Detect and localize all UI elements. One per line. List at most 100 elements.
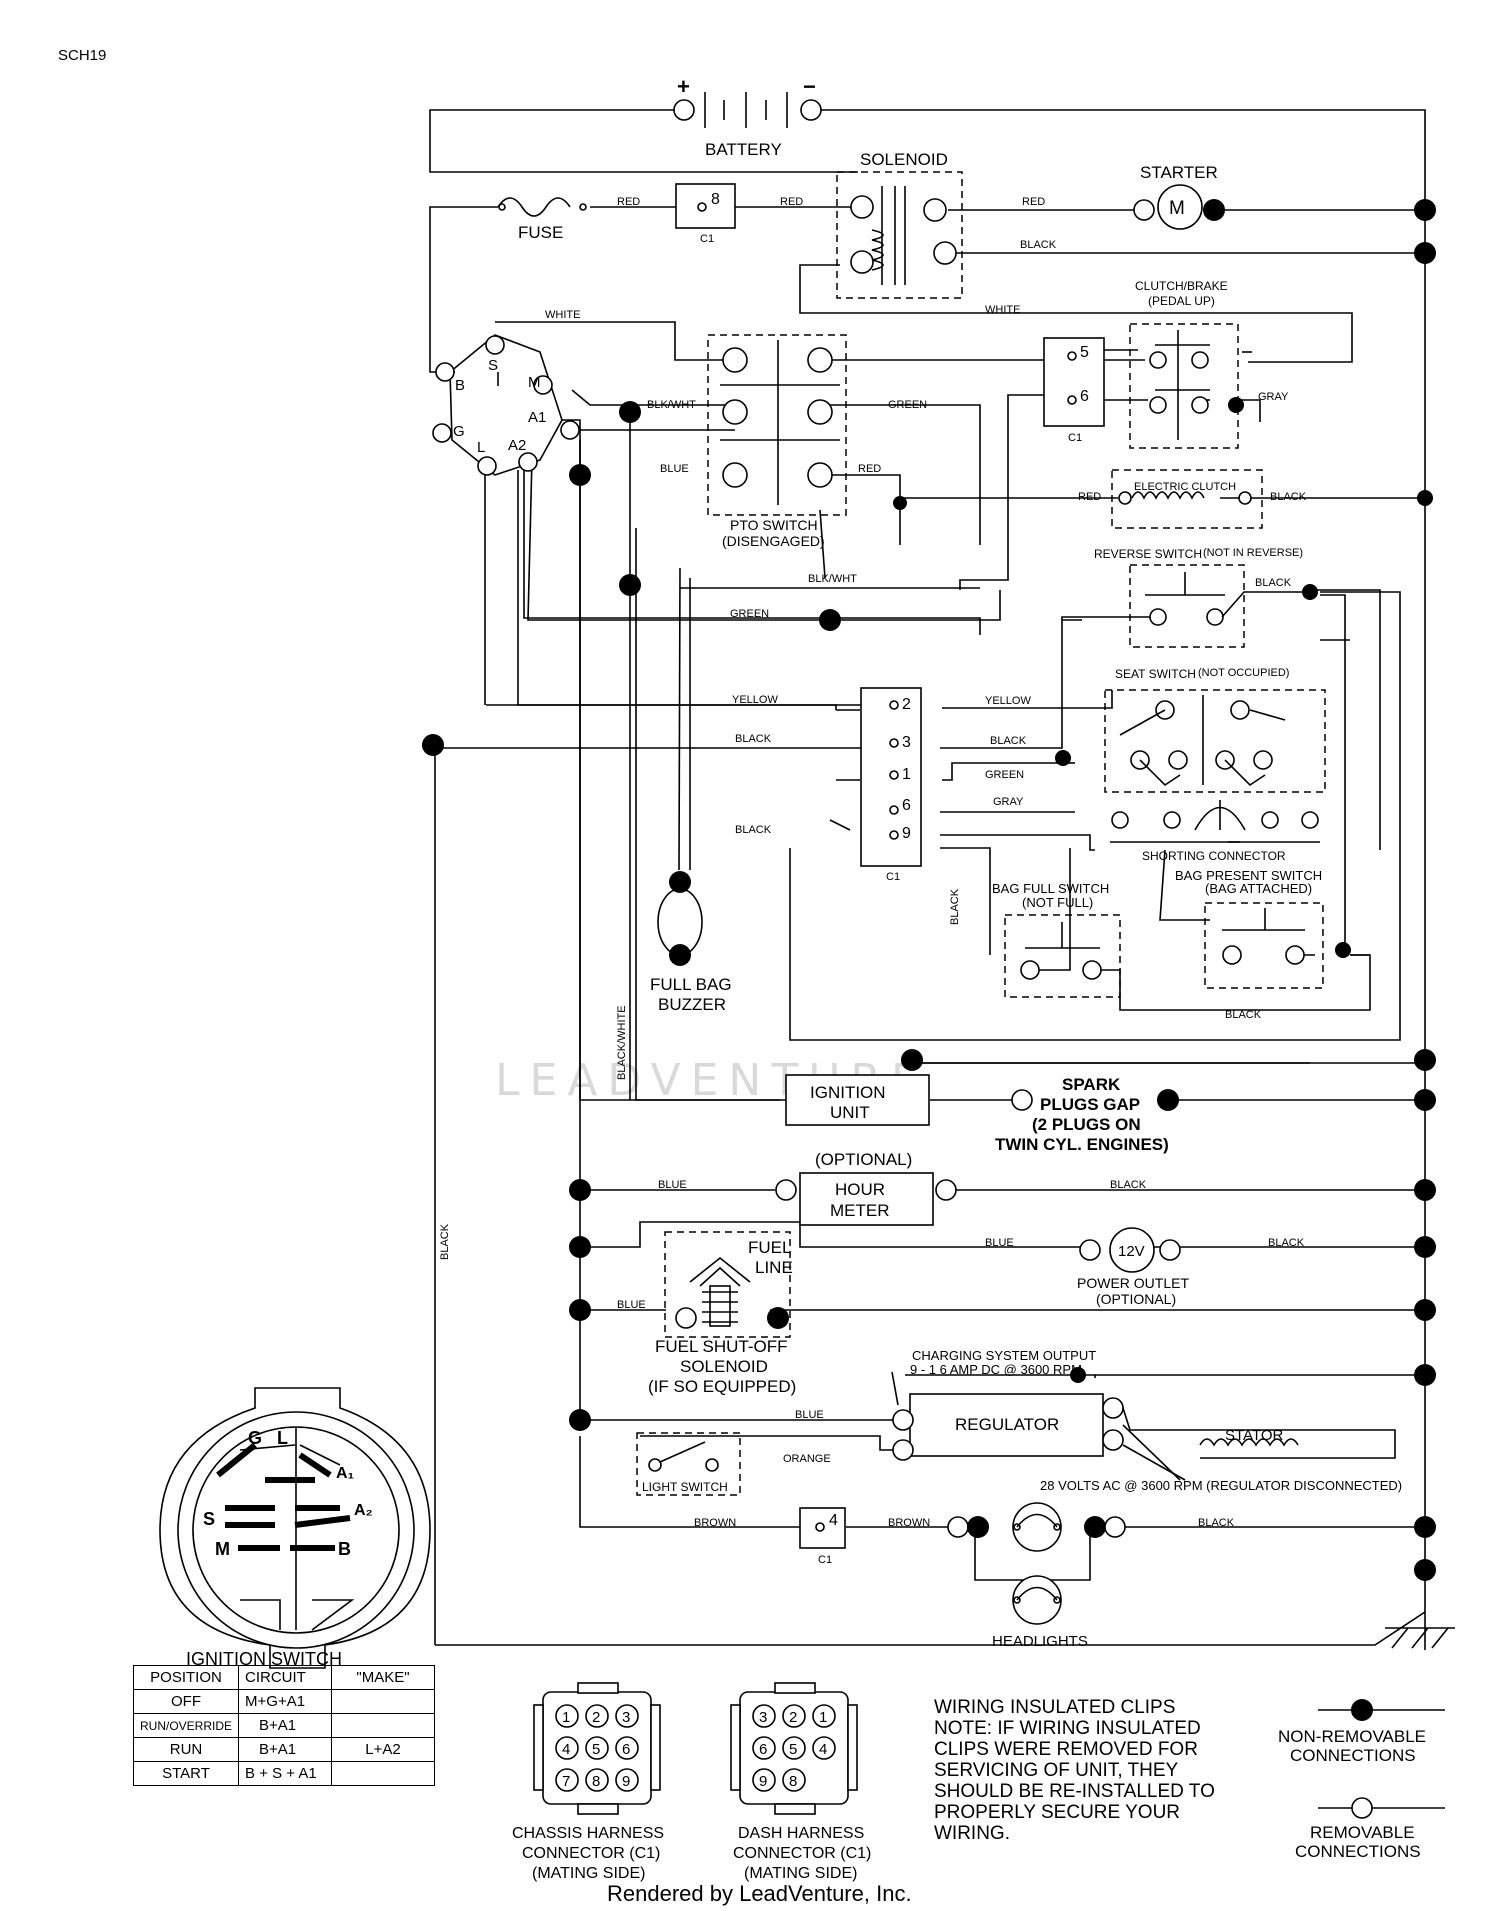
- harness-pin-label: 9: [759, 1773, 767, 1790]
- bag-present-label: BAG PRESENT SWITCH: [1175, 868, 1322, 883]
- pin-5: 5: [1080, 344, 1089, 361]
- harness-pin-label: 9: [622, 1773, 630, 1790]
- dash-label-1: DASH HARNESS: [738, 1825, 864, 1842]
- starter-symbol: M: [1169, 198, 1185, 219]
- spark-label-4: TWIN CYL. ENGINES): [995, 1135, 1169, 1154]
- power-outlet-label: POWER OUTLET: [1077, 1275, 1189, 1291]
- solenoid-label: SOLENOID: [860, 150, 948, 169]
- harness-pin-label: 6: [622, 1741, 630, 1758]
- headlights: 4 C1 BROWN BROWN BLACK HEADLIGHTS: [694, 1502, 1235, 1650]
- table-cell: [331, 1689, 436, 1714]
- wire-label-red: RED: [780, 196, 803, 208]
- legend-nonremovable-2: CONNECTIONS: [1290, 1746, 1416, 1765]
- terminal-b: B: [455, 377, 465, 394]
- ignition-unit: IGNITION UNIT SPARK PLUGS GAP (2 PLUGS O…: [785, 1074, 1179, 1154]
- junction-dots: [422, 199, 1436, 1581]
- table-cell: M+G+A1: [238, 1689, 333, 1714]
- wire-label-brown: BROWN: [888, 1517, 930, 1529]
- bag-full-state: (NOT FULL): [1022, 895, 1093, 910]
- wire-label-blue: BLUE: [660, 463, 689, 475]
- wire-label-black: BLACK: [1198, 1517, 1235, 1529]
- connector-c1-5-6: 5 6 C1: [1043, 337, 1105, 444]
- wire-label-brown: BROWN: [694, 1517, 736, 1529]
- table-row: RUN B+A1 L+A2: [132, 1737, 436, 1762]
- wire-label-red: RED: [1022, 196, 1045, 208]
- stator-note: 28 VOLTS AC @ 3600 RPM (REGULATOR DISCON…: [1040, 1478, 1402, 1493]
- wire-label-black-white: BLACK/WHITE: [616, 1005, 628, 1080]
- harness-pin: [555, 1704, 579, 1728]
- charging-label-2: 9 - 1 6 AMP DC @ 3600 RPM: [910, 1362, 1082, 1377]
- harness-pin-label: 3: [759, 1709, 767, 1726]
- seat-switch: SEAT SWITCH (NOT OCCUPIED) SHORTING CONN…: [1104, 667, 1326, 863]
- wire-label-black: BLACK: [1255, 577, 1292, 589]
- dash-label-2: CONNECTOR (C1): [733, 1845, 871, 1862]
- hour-meter-label-1: HOUR: [835, 1180, 885, 1199]
- dash-label-3: (MATING SIDE): [744, 1865, 857, 1882]
- table-cell: START: [132, 1761, 240, 1786]
- table-cell: B+A1: [238, 1713, 333, 1738]
- power-outlet-symbol: 12V: [1118, 1243, 1145, 1260]
- electric-clutch-label: ELECTRIC CLUTCH: [1134, 481, 1236, 493]
- harness-pin: [585, 1768, 609, 1792]
- pin-3: 3: [902, 734, 911, 751]
- harness-pin-label: 6: [759, 1741, 767, 1758]
- table-header-cell: POSITION: [132, 1665, 240, 1690]
- connector-c1-center: 2 3 1 6 9 C1 YELLOW YELLOW BLACK BLACK G…: [730, 573, 1031, 883]
- battery-plus: +: [677, 74, 690, 99]
- face-label-a1: A₁: [336, 1465, 355, 1482]
- table-cell: [331, 1713, 436, 1738]
- pin-8: 8: [711, 191, 720, 208]
- face-label-a2: A₂: [354, 1502, 373, 1519]
- harness-pin-label: 5: [592, 1741, 600, 1758]
- fuel-solenoid-label-3: (IF SO EQUIPPED): [648, 1377, 796, 1396]
- chassis-label-1: CHASSIS HARNESS: [512, 1825, 664, 1842]
- harness-pin: [782, 1736, 806, 1760]
- harness-pin: [752, 1704, 776, 1728]
- pin-6: 6: [1080, 388, 1089, 405]
- face-label-g: G: [248, 1428, 262, 1448]
- wiring-clip-note: WIRING INSULATED CLIPS NOTE: IF WIRING I…: [934, 1697, 1215, 1844]
- power-outlet: 12V POWER OUTLET (OPTIONAL) BLUE BLACK: [985, 1227, 1305, 1307]
- wire-label-blkwht: BLK/WHT: [808, 573, 857, 585]
- wire-label-black: BLACK: [735, 824, 772, 836]
- bag-present-switch: BAG PRESENT SWITCH (BAG ATTACHED) BLACK: [1175, 868, 1324, 1021]
- bag-full-label: BAG FULL SWITCH: [992, 881, 1109, 896]
- table-row: RUN/OVERRIDE B+A1: [132, 1713, 436, 1738]
- harness-pin-label: 8: [592, 1773, 600, 1790]
- wire-label-black: BLACK: [439, 1223, 451, 1260]
- fuel-solenoid-label-2: SOLENOID: [680, 1357, 768, 1376]
- spark-label-1: SPARK: [1062, 1075, 1121, 1094]
- fuel-line-label-1: FUEL: [748, 1238, 791, 1257]
- ignition-unit-label-1: IGNITION: [810, 1083, 886, 1102]
- electric-clutch: ELECTRIC CLUTCH RED BLACK: [1078, 469, 1307, 529]
- wire-label-white: WHITE: [545, 309, 580, 321]
- wire-label-blue: BLUE: [617, 1299, 646, 1311]
- fuel-shutoff-solenoid: FUEL LINE FUEL SHUT-OFF SOLENOID (IF SO …: [617, 1231, 796, 1396]
- terminal-m: M: [528, 374, 541, 391]
- harness-pin-label: 4: [562, 1741, 570, 1758]
- wire-label-blue: BLUE: [985, 1237, 1014, 1249]
- fuse: FUSE RED 8 C1 RED: [497, 183, 803, 245]
- wire-label-orange: ORANGE: [783, 1453, 831, 1465]
- face-label-b: B: [338, 1539, 351, 1559]
- starter: M STARTER: [1133, 163, 1225, 230]
- seat-switch-state: (NOT OCCUPIED): [1198, 667, 1289, 679]
- wire-label-yellow: YELLOW: [732, 694, 778, 706]
- hour-meter-label-2: METER: [830, 1201, 890, 1220]
- hour-meter: (OPTIONAL) HOUR METER BLUE BLACK: [658, 1150, 1147, 1226]
- wire-label-green: GREEN: [888, 399, 927, 411]
- terminal-a1: A1: [528, 409, 546, 426]
- shorting-connector-label: SHORTING CONNECTOR: [1142, 849, 1286, 863]
- harness-pin: [615, 1704, 639, 1728]
- full-bag-buzzer: FULL BAG BUZZER: [650, 871, 732, 1014]
- wire-label-gray: GRAY: [1258, 391, 1289, 403]
- harness-pin: [585, 1704, 609, 1728]
- wire-label-black: BLACK: [735, 733, 772, 745]
- connection-legend: NON-REMOVABLE CONNECTIONS REMOVABLE CONN…: [1278, 1699, 1445, 1861]
- harness-pin: [615, 1736, 639, 1760]
- legend-nonremovable-1: NON-REMOVABLE: [1278, 1727, 1426, 1746]
- c1-label: C1: [1068, 432, 1082, 444]
- face-label-m: M: [215, 1539, 230, 1559]
- fuel-line-label-2: LINE: [755, 1258, 793, 1277]
